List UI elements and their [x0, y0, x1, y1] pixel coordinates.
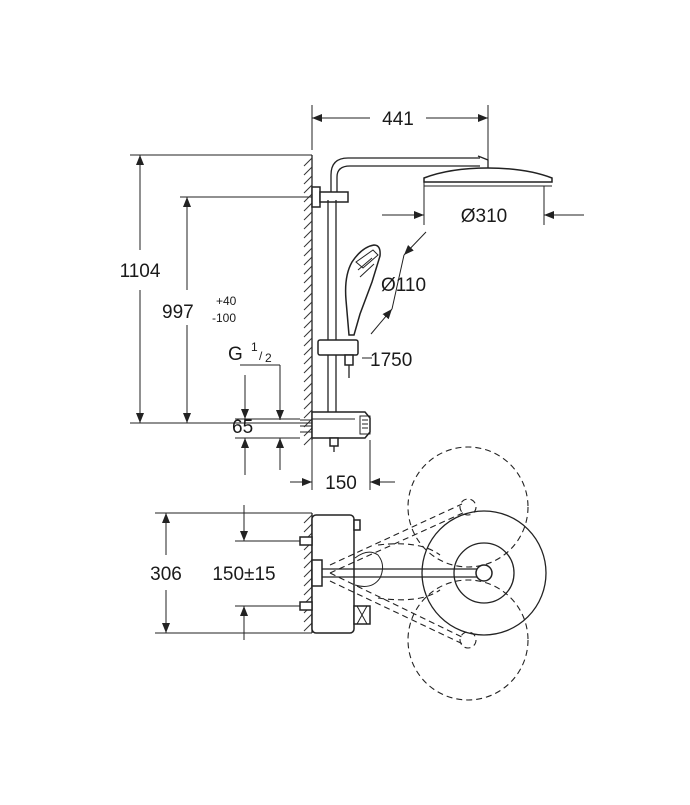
dim-150-15: 150±15: [212, 505, 300, 640]
swing-positions: [329, 446, 529, 701]
wall-hatch-line: [303, 220, 313, 230]
wall-hatch-line: [303, 559, 313, 569]
wall-hatch-line: [303, 301, 313, 311]
wall-hatch-line: [303, 613, 313, 623]
dim-441-text: 441: [382, 109, 414, 130]
wall-hatch-line: [303, 247, 313, 257]
dim-150-text: 150: [325, 473, 357, 494]
dim-150: 150: [290, 440, 395, 494]
thread-label: G 1 / 2: [228, 340, 284, 420]
thread-label-g: G: [228, 344, 243, 365]
wall-hatch-line: [303, 211, 313, 221]
wall-hatch-line: [303, 265, 313, 275]
wall-hatch-line: [303, 346, 313, 356]
wall-hatch-line: [303, 274, 313, 284]
wall-hatch-line: [303, 283, 313, 293]
wall-hatch-line: [303, 586, 313, 596]
wall-elevation: [303, 155, 313, 446]
dim-306: 306: [150, 512, 312, 634]
hand-shower: [344, 244, 381, 336]
wall-hatch-line: [303, 166, 313, 176]
arm-plan: [311, 551, 482, 587]
wall-hatch-line: [303, 292, 313, 302]
dim-997: 997 +40 -100: [162, 197, 237, 423]
wall-hatch-line: [303, 337, 313, 347]
svg-text:/: /: [259, 349, 263, 363]
wall-hatch-line: [303, 373, 313, 383]
dim-1104-text: 1104: [120, 261, 161, 282]
dim-head-diameter: Ø310: [382, 206, 584, 227]
wall-hatch-line: [303, 364, 313, 374]
wall-hatch-line: [303, 436, 313, 446]
dim-hand-diameter-text: Ø110: [381, 275, 426, 296]
slider: [317, 339, 372, 378]
wall-hatch-line: [303, 523, 313, 533]
dim-head-diameter-text: Ø310: [461, 206, 507, 227]
wall-hatch-line: [303, 400, 313, 410]
wall-hatch-line: [303, 328, 313, 338]
dim-997-text: 997: [162, 302, 194, 323]
wall-hatch-line: [303, 577, 313, 587]
wall-hatch-line: [303, 202, 313, 212]
dim-65: 65: [232, 375, 300, 475]
wall-hatch-line: [303, 622, 313, 632]
wall-hatch-line: [303, 238, 313, 248]
dim-997-tol-plus: +40: [216, 294, 237, 308]
riser-rail: [327, 200, 337, 412]
thread-label-den: 2: [265, 351, 272, 365]
dim-1104: 1104: [120, 155, 161, 423]
dim-997-tol-minus: -100: [212, 311, 236, 325]
wall-hatch-line: [303, 193, 313, 203]
plan-view: 306 150±15: [150, 446, 547, 701]
wall-hatch-line: [303, 568, 313, 578]
wall-hatch-line: [303, 175, 313, 185]
thermostat: [300, 411, 371, 452]
elevation-view: 441 Ø310: [120, 105, 584, 494]
wall-hatch-line: [303, 157, 313, 167]
wall-hatch-line: [303, 229, 313, 239]
wall-hatch-line: [303, 310, 313, 320]
head-shower: [423, 167, 553, 225]
thread-label-num: 1: [251, 340, 258, 354]
dim-306-text: 306: [150, 564, 182, 585]
wall-hatch-line: [303, 391, 313, 401]
wall-plan: [303, 513, 313, 633]
dim-hand-diameter: Ø110: [370, 231, 427, 335]
dim-65-text: 65: [232, 417, 253, 438]
wall-hatch-line: [303, 319, 313, 329]
dim-441: 441: [311, 105, 489, 160]
wall-hatch-line: [303, 355, 313, 365]
wall-bracket-top: [311, 186, 349, 208]
dim-rail-length-text: 1750: [370, 350, 412, 371]
head-shower-plan: [421, 510, 547, 636]
wall-hatch-line: [303, 382, 313, 392]
wall-hatch-line: [303, 184, 313, 194]
wall-hatch-line: [303, 514, 313, 524]
wall-hatch-line: [303, 550, 313, 560]
wall-hatch-line: [303, 256, 313, 266]
dim-150-15-text: 150±15: [212, 564, 275, 585]
wall-hatch-line: [303, 409, 313, 419]
